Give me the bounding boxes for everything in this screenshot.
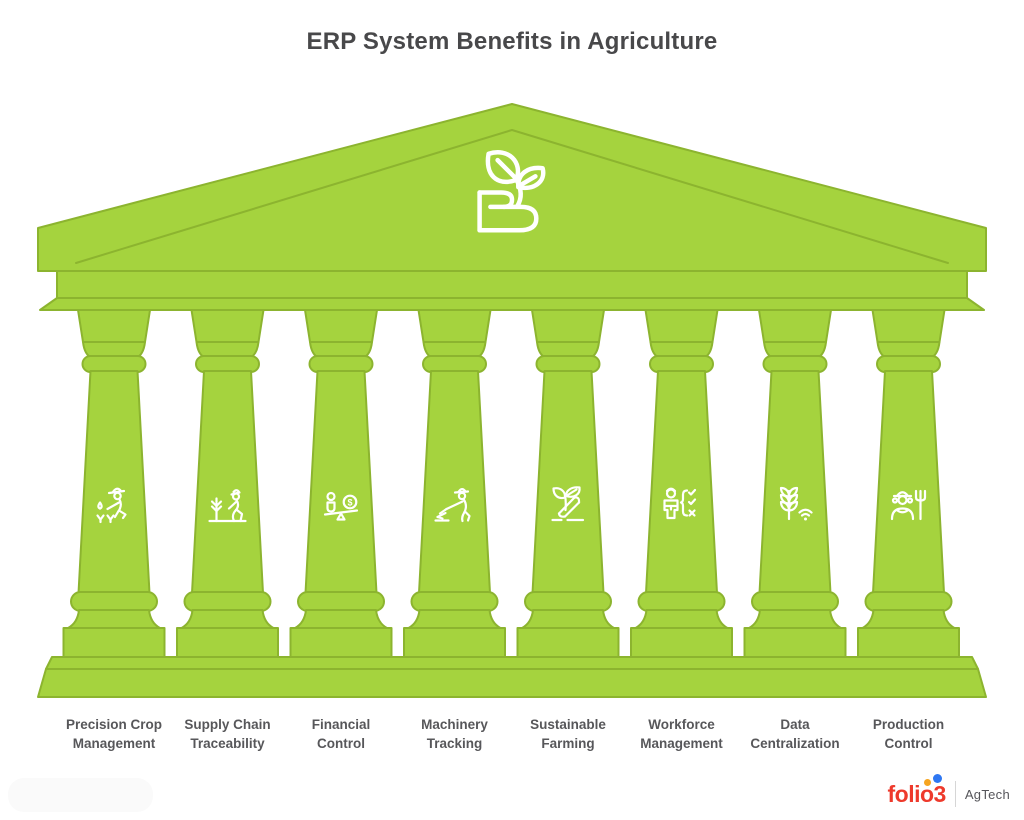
logo-dot-blue-icon (933, 773, 943, 783)
logo-brand-wrap: folio3 (887, 773, 946, 808)
logo-divider (954, 781, 956, 807)
logo-brand-text: folio3 (887, 780, 946, 807)
farmer-pitchfork-icon (890, 489, 927, 521)
logo-dot-orange-icon (924, 778, 932, 786)
pillar-5 (516, 309, 620, 658)
hand-holding-leaves-icon (477, 150, 546, 233)
pillar-6 (630, 309, 733, 658)
hand-sprout-icon (551, 486, 585, 522)
entablature (39, 270, 985, 311)
watermark-blob (8, 778, 153, 812)
pillar-2 (176, 309, 279, 658)
folio3-agtech-logo: folio3 AgTech (887, 773, 1010, 812)
dollar-symbol: $ (347, 497, 352, 507)
balance-money-icon: $ (323, 491, 359, 521)
wheat-wifi-icon (779, 486, 813, 521)
colonnade (62, 309, 960, 658)
pediment (37, 103, 987, 272)
pillar-1 (62, 309, 166, 658)
tree-planting-icon (208, 489, 247, 523)
base-platform (37, 656, 987, 698)
plowing-machinery-icon (434, 488, 471, 523)
pillar-4 (403, 309, 506, 658)
page-title: ERP System Benefits in Agriculture (306, 28, 718, 55)
farmer-sowing-icon (96, 487, 127, 524)
pillar-3 (289, 309, 393, 658)
logo-suffix-text: AgTech (964, 786, 1010, 802)
pillar-7 (743, 309, 847, 658)
worker-checklist-icon (663, 487, 697, 520)
pillar-8 (857, 309, 960, 658)
